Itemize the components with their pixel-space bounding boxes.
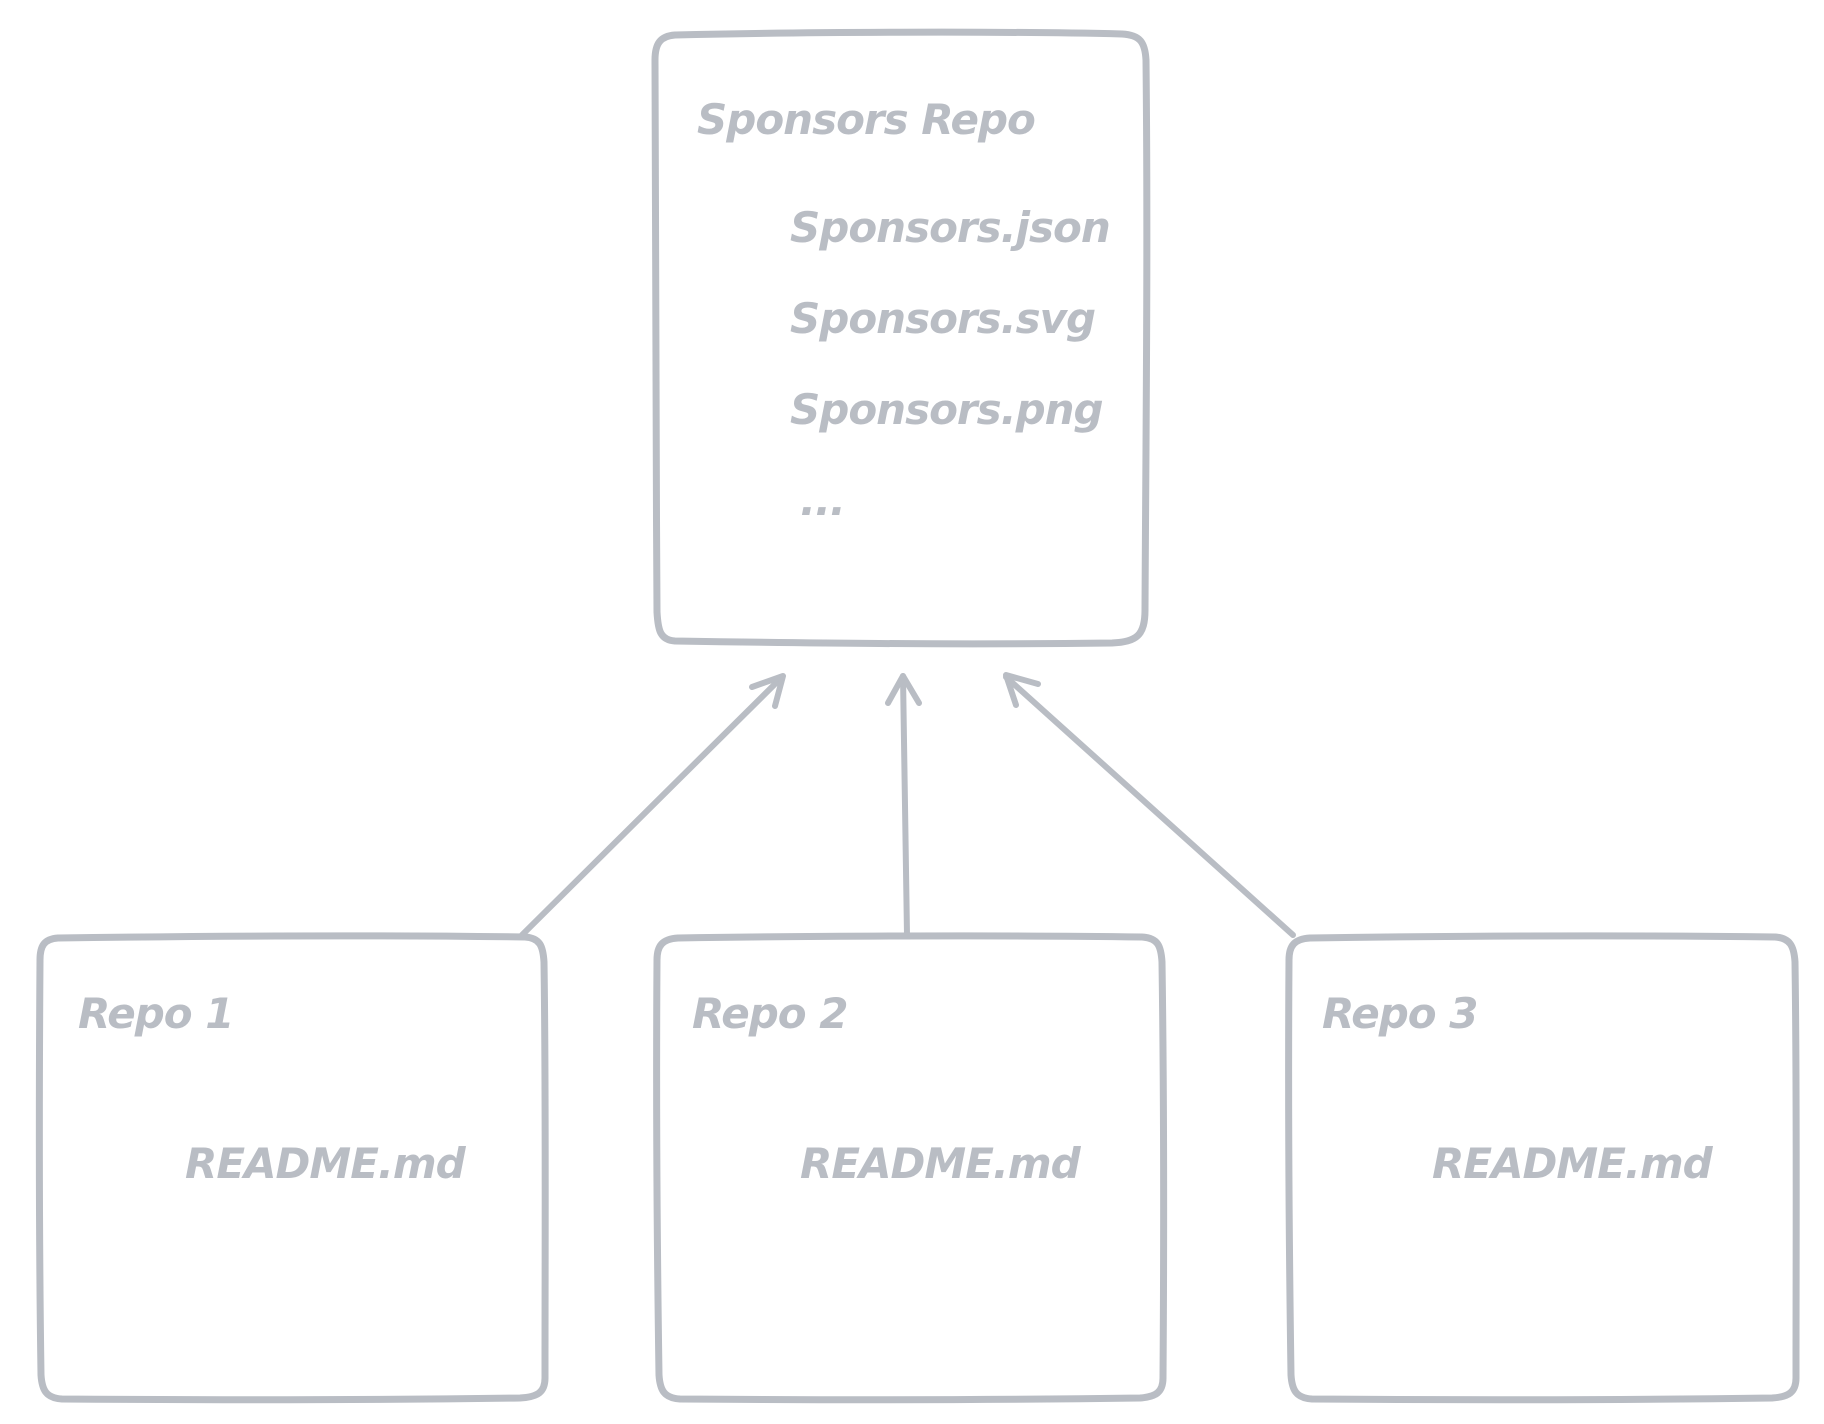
arrow-repo-2-to-sponsors [885,673,922,938]
arrow-line [1003,674,1296,938]
arrow-repo-3-to-sponsors [1003,672,1296,938]
sponsors-file-png: Sponsors.png [790,385,1103,434]
repo-1-box [35,932,549,1404]
sponsors-repo-node: Sponsors Repo Sponsors.json Sponsors.svg… [651,28,1151,648]
arrow-head [1003,672,1041,708]
repo-2-node: Repo 2 README.md [653,932,1168,1404]
arrow-line [519,675,784,938]
repo-1-title: Repo 1 [78,989,234,1038]
repo-1-file: README.md [185,1139,467,1188]
repo-3-title: Repo 3 [1322,989,1478,1038]
sponsors-file-svg: Sponsors.svg [790,294,1095,343]
repo-2-title: Repo 2 [692,989,848,1038]
repo-3-box [1285,932,1800,1404]
arrow-line [900,673,910,938]
sponsors-repo-title: Sponsors Repo [697,95,1035,144]
arrow-head [749,673,786,709]
repo-3-file: README.md [1432,1139,1714,1188]
sponsors-file-more: ... [800,476,845,525]
arrow-repo-1-to-sponsors [519,673,786,938]
arrow-head [885,673,922,706]
repo-2-box [653,932,1168,1404]
sponsors-file-json: Sponsors.json [790,203,1110,252]
repo-3-node: Repo 3 README.md [1285,932,1800,1404]
repo-1-node: Repo 1 README.md [35,932,549,1404]
sponsors-repo-box [651,28,1151,648]
repo-2-file: README.md [800,1139,1082,1188]
